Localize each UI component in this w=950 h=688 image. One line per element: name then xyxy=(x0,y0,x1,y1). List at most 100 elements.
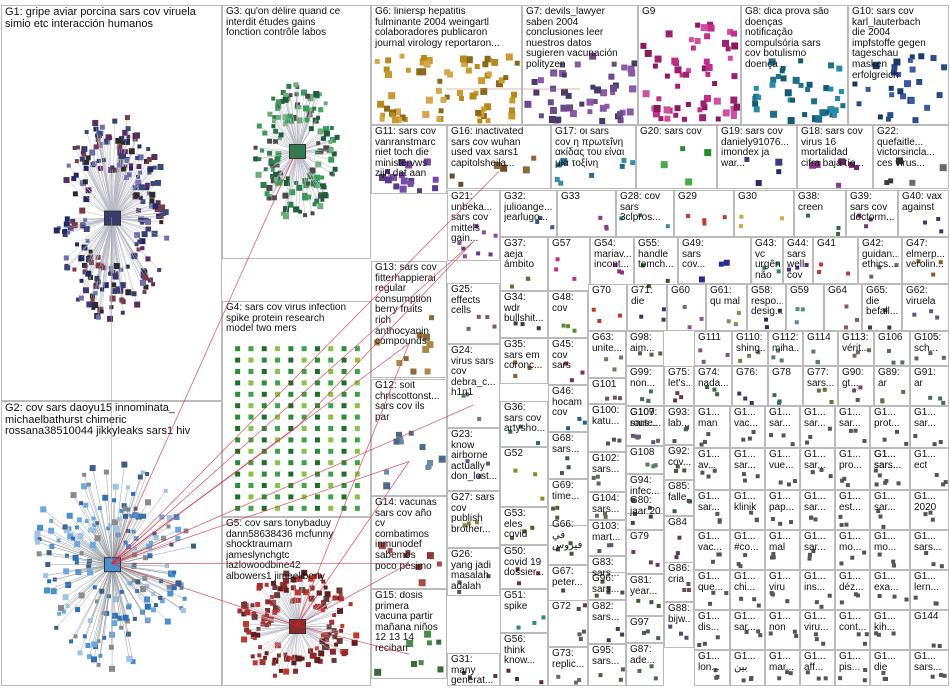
node[interactable] xyxy=(306,662,311,667)
node[interactable] xyxy=(146,618,151,623)
node[interactable] xyxy=(398,159,405,166)
node[interactable] xyxy=(315,460,320,465)
node[interactable] xyxy=(321,580,325,584)
node[interactable] xyxy=(134,192,140,198)
node[interactable] xyxy=(570,378,574,382)
node[interactable] xyxy=(255,633,260,638)
node[interactable] xyxy=(313,91,319,97)
node[interactable] xyxy=(781,75,787,81)
node[interactable] xyxy=(293,206,299,212)
node[interactable] xyxy=(293,82,298,87)
node[interactable] xyxy=(374,340,380,346)
node[interactable] xyxy=(727,319,731,323)
node[interactable] xyxy=(235,369,240,374)
node[interactable] xyxy=(765,325,769,329)
node[interactable] xyxy=(328,392,333,397)
node[interactable] xyxy=(333,167,338,172)
node[interactable] xyxy=(806,670,810,674)
node[interactable] xyxy=(940,164,947,171)
node[interactable] xyxy=(477,315,481,319)
node[interactable] xyxy=(535,220,539,224)
node[interactable] xyxy=(844,325,848,329)
node[interactable] xyxy=(47,550,52,555)
node[interactable] xyxy=(174,514,179,519)
node[interactable] xyxy=(123,506,128,511)
node[interactable] xyxy=(274,592,280,598)
node[interactable] xyxy=(904,80,911,87)
node[interactable] xyxy=(355,472,360,477)
node[interactable] xyxy=(731,73,737,79)
node[interactable] xyxy=(674,469,678,473)
node[interactable] xyxy=(140,246,144,250)
node[interactable] xyxy=(302,392,307,397)
node[interactable] xyxy=(301,570,307,576)
node[interactable] xyxy=(248,437,253,442)
node[interactable] xyxy=(621,158,626,163)
node[interactable] xyxy=(158,596,162,600)
node[interactable] xyxy=(318,650,324,656)
node[interactable] xyxy=(71,176,76,181)
node[interactable] xyxy=(475,520,479,524)
node[interactable] xyxy=(716,116,721,121)
node[interactable] xyxy=(235,346,240,351)
node[interactable] xyxy=(303,105,309,111)
node[interactable] xyxy=(682,588,686,592)
node[interactable] xyxy=(912,117,918,123)
node[interactable] xyxy=(248,403,253,408)
node[interactable] xyxy=(869,275,873,279)
node[interactable] xyxy=(687,499,691,503)
node[interactable] xyxy=(719,262,724,267)
node[interactable] xyxy=(328,140,332,144)
node[interactable] xyxy=(335,135,340,140)
node[interactable] xyxy=(645,50,652,57)
node[interactable] xyxy=(743,478,747,482)
node[interactable] xyxy=(154,603,158,607)
node[interactable] xyxy=(562,73,567,78)
node[interactable] xyxy=(617,439,621,443)
node[interactable] xyxy=(138,474,143,479)
node[interactable] xyxy=(538,77,544,83)
node[interactable] xyxy=(673,509,677,513)
node[interactable] xyxy=(876,509,880,513)
node[interactable] xyxy=(262,449,267,454)
node[interactable] xyxy=(457,580,461,584)
node[interactable] xyxy=(463,254,467,258)
node[interactable] xyxy=(582,630,586,634)
node[interactable] xyxy=(494,234,498,238)
node[interactable] xyxy=(91,298,95,302)
node[interactable] xyxy=(133,617,137,621)
node[interactable] xyxy=(131,492,135,496)
node[interactable] xyxy=(935,602,939,606)
node[interactable] xyxy=(167,515,173,521)
node[interactable] xyxy=(324,586,328,590)
node[interactable] xyxy=(63,594,69,600)
node[interactable] xyxy=(883,438,887,442)
node[interactable] xyxy=(605,397,609,401)
node[interactable] xyxy=(278,586,283,591)
node[interactable] xyxy=(863,668,867,672)
node[interactable] xyxy=(169,543,173,547)
node[interactable] xyxy=(674,555,678,559)
node[interactable] xyxy=(267,112,272,117)
node[interactable] xyxy=(530,526,534,530)
node[interactable] xyxy=(138,171,142,175)
node[interactable] xyxy=(420,444,426,450)
node[interactable] xyxy=(248,380,253,385)
node[interactable] xyxy=(595,514,599,518)
node[interactable] xyxy=(51,588,57,594)
node[interactable] xyxy=(167,585,172,590)
node[interactable] xyxy=(881,525,885,529)
node[interactable] xyxy=(111,288,117,294)
node[interactable] xyxy=(924,105,930,111)
node[interactable] xyxy=(524,101,531,108)
node[interactable] xyxy=(892,564,896,568)
node[interactable] xyxy=(82,152,86,156)
node[interactable] xyxy=(75,560,79,564)
node[interactable] xyxy=(939,229,943,233)
node[interactable] xyxy=(914,356,918,360)
node[interactable] xyxy=(302,494,307,499)
node[interactable] xyxy=(475,110,481,116)
node[interactable] xyxy=(288,460,293,465)
node[interactable] xyxy=(145,472,149,476)
node[interactable] xyxy=(854,165,859,170)
